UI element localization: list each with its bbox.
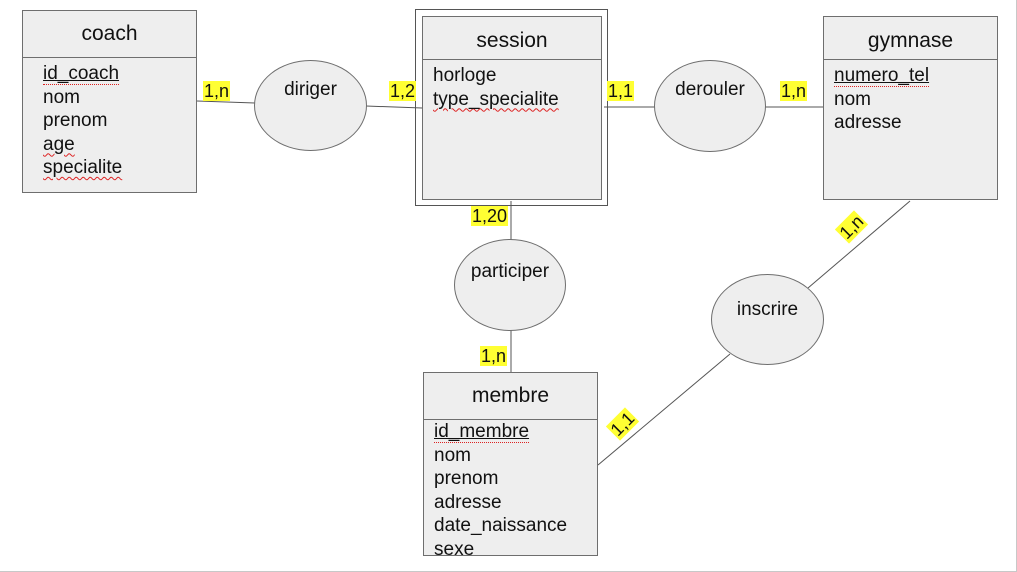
entity-session[interactable]: session horloge type_specialite [422,16,602,200]
line-gymnase-inscrire [807,200,911,289]
line-diriger-session [365,105,423,109]
relation-participer-label: participer [470,261,550,282]
attr-coach-specialite-text: specialite [43,157,123,178]
attr-coach-prenom: prenom [43,110,108,131]
relation-derouler-label: derouler [675,79,745,100]
attr-session-type-text: type_specialite [433,88,559,110]
relation-inscrire-label: inscrire [736,299,799,320]
attr-gymnase-pk-text: numero_tel [834,65,930,87]
attr-membre-nom: nom [434,444,471,466]
cardinality-coach-diriger: 1,n [203,81,231,101]
cardinality-session-derouler: 1,1 [607,81,635,101]
attr-membre-date: date_naissance [434,515,568,536]
attr-coach-pk: id_coach [43,62,196,86]
attr-membre-prenom: prenom [434,468,499,489]
entity-gymnase-title: gymnase [824,17,997,60]
attr-coach-age: age [43,133,196,157]
attr-session-type: type_specialite [433,88,601,112]
entity-membre-title: membre [424,373,597,420]
cardinality-gymnase-derouler: 1,n [780,81,808,101]
relation-diriger[interactable]: diriger [254,60,367,151]
attr-membre-pk: id_membre [434,420,597,444]
entity-session-outer-frame [415,9,608,206]
entity-session-attributes: horloge type_specialite [423,60,601,111]
cardinality-session-participer: 1,20 [471,206,509,226]
entity-membre-attributes: id_membre nom prenom adresse date_naissa… [424,420,597,561]
line-coach-diriger [196,100,256,104]
entity-session-title: session [423,17,601,60]
entity-coach[interactable]: coach id_coach nom prenom age specialite [22,10,197,193]
relation-diriger-label: diriger [284,79,337,100]
entity-coach-title: coach [23,11,196,58]
cardinality-session-diriger: 1,2 [389,81,417,101]
attr-gymnase-nom: nom [834,88,871,110]
attr-gymnase-pk: numero_tel [834,64,997,88]
attr-coach-nom: nom [43,86,80,108]
entity-gymnase-attributes: numero_tel nom adresse [824,60,997,135]
attr-session-horloge: horloge [433,65,497,86]
attr-gymnase-adresse: adresse [834,112,902,133]
relation-participer[interactable]: participer [454,239,566,331]
cardinality-membre-participer: 1,n [480,346,508,366]
relation-derouler[interactable]: derouler [654,60,766,152]
attr-coach-specialite: specialite [43,156,196,180]
attr-membre-sexe: sexe [434,538,475,560]
entity-coach-attributes: id_coach nom prenom age specialite [23,58,196,180]
attr-membre-adresse: adresse [434,491,502,513]
entity-membre[interactable]: membre id_membre nom prenom adresse date… [423,372,598,560]
attr-coach-age-text: age [43,133,75,155]
relation-inscrire[interactable]: inscrire [711,274,824,365]
line-inscrire-membre [597,353,731,466]
attr-membre-pk-text: id_membre [434,421,530,443]
entity-gymnase[interactable]: gymnase numero_tel nom adresse [823,16,998,200]
attr-coach-pk-text: id_coach [43,63,120,85]
